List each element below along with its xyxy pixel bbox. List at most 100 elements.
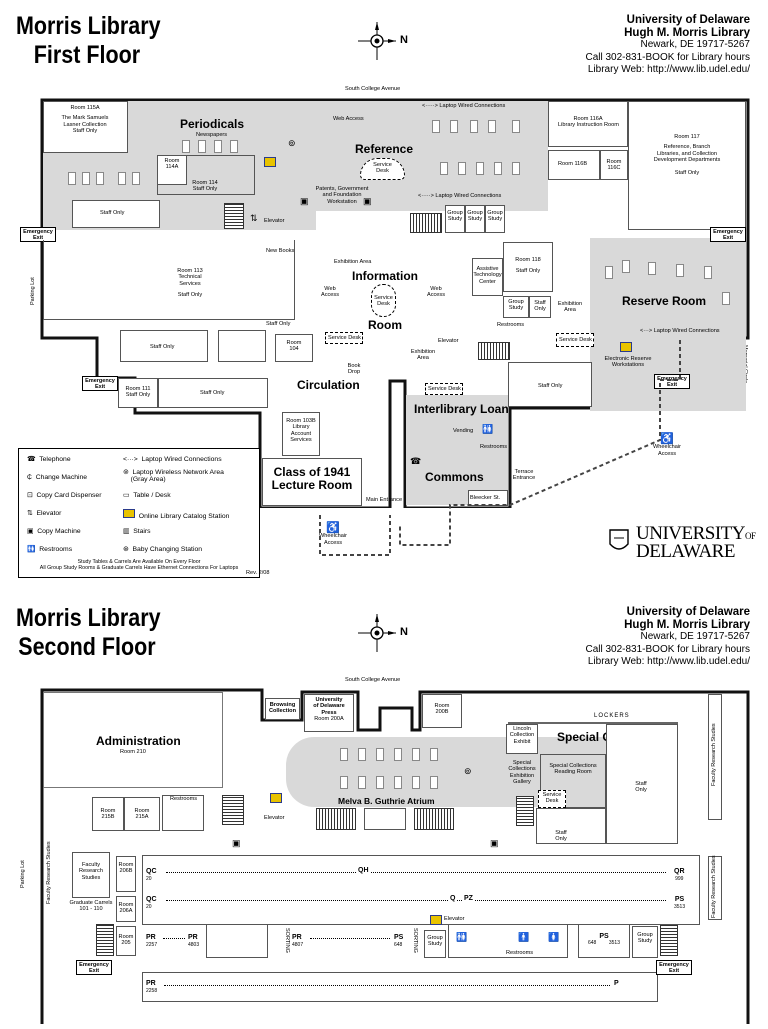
- administration-label: Administration: [96, 734, 181, 748]
- reserve-service-desk-label: Service Desk: [559, 337, 592, 343]
- stairs-mid: [478, 342, 510, 360]
- room-116a-label: Room 116A Library Instruction Room: [558, 116, 619, 129]
- legend-table-desk: ▭ Table / Desk: [123, 492, 171, 499]
- special-service-desk[interactable]: [538, 790, 566, 808]
- legend-baby-changing: ⊛ Baby Changing Station: [123, 546, 203, 553]
- table: [488, 120, 496, 133]
- bleecker-street-box: [468, 490, 508, 506]
- circulation-service-desk[interactable]: [325, 332, 363, 344]
- copy-machine-icon: ▣: [232, 838, 241, 848]
- table: [82, 172, 90, 185]
- exhibition-area-label: Exhibition Area: [334, 259, 372, 265]
- lockers-wall: [508, 722, 678, 724]
- university-of-delaware-logo: UNIVERSITYOF DELAWARE: [608, 522, 756, 567]
- copy-machine-icon: ▣: [300, 196, 309, 206]
- faculty-research-studies-label: Faculty Research Studies: [79, 862, 103, 881]
- faculty-research-right-2: [708, 856, 722, 920]
- room-118: [503, 242, 553, 292]
- staff-only-label-1: Staff Only: [100, 210, 125, 216]
- guthrie-atrium-label: Melva B. Guthrie Atrium: [338, 796, 435, 806]
- legend-telephone: ☎ Telephone: [27, 456, 71, 463]
- lower-box: [206, 924, 268, 958]
- table: [450, 120, 458, 133]
- group-study-2: [465, 205, 485, 233]
- table: [132, 172, 140, 185]
- room-113: [43, 240, 295, 320]
- ud-press-label: University of Delaware Press Room 200A: [313, 697, 345, 723]
- ill-service-desk[interactable]: [425, 383, 463, 395]
- lincoln-collection-label: Lincoln Collection Exhibit: [509, 726, 535, 745]
- circulation-service-desk-label: Service Desk: [328, 335, 361, 341]
- parking-lot-label-2: Parking Lot: [20, 860, 26, 888]
- staff-only-label-3: Staff Only: [266, 321, 291, 327]
- atrium-box: [364, 808, 406, 830]
- stairs-top-left: [224, 203, 244, 229]
- restroom-icon: 🚻: [482, 424, 494, 434]
- table: [394, 776, 402, 789]
- room-115a-label: Room 115A The Mark Samuels Lasner Collec…: [61, 105, 109, 135]
- group-study-floor2-right: [632, 926, 658, 958]
- bottom-stacks: [142, 972, 658, 1002]
- information-service-desk[interactable]: [371, 284, 396, 317]
- sorting-label-1: SORTING: [284, 928, 290, 953]
- online-catalog-station-icon: [430, 915, 442, 925]
- room-113-label: Room 113 Technical Services Staff Only: [177, 268, 203, 299]
- ud-press-room: [304, 694, 354, 732]
- reserve-service-desk[interactable]: [556, 333, 594, 347]
- compass-icon: [358, 614, 396, 652]
- legend-restrooms: 🚻 Restrooms: [27, 546, 73, 553]
- elevator-icon: ⇅: [250, 213, 258, 223]
- table: [676, 264, 684, 277]
- room-210-label: Room 210: [120, 749, 146, 755]
- information-label: Information: [352, 269, 418, 283]
- street-south-college-1: South College Avenue: [345, 86, 401, 92]
- table: [605, 266, 613, 279]
- stairs-floor2-sw: [96, 924, 114, 956]
- room-117: [628, 101, 746, 230]
- lockers-label: LOCKERS: [594, 713, 630, 719]
- faculty-research-studies: [72, 852, 110, 898]
- sorting-label-2: SORTING: [412, 928, 418, 953]
- group-study-1: [445, 205, 465, 233]
- room-114a-label: Room 114A: [164, 158, 180, 171]
- legend-laptop-wired: <···> Laptop Wired Connections: [123, 456, 222, 463]
- wireless-network-icon: ⊚: [288, 138, 296, 148]
- elevator-label-top: Elevator: [264, 218, 285, 224]
- table: [476, 162, 484, 175]
- table: [198, 140, 206, 153]
- room-103b-label: Room 103B Library Account Services: [286, 418, 316, 444]
- elevator-label-mid: Elevator: [438, 338, 459, 344]
- table: [230, 140, 238, 153]
- group-study-floor2-mid: [424, 930, 446, 958]
- elevator-floor2-lower-label: Elevator: [444, 916, 465, 922]
- table: [512, 162, 520, 175]
- faculty-research-right: [708, 694, 722, 820]
- telephone-icon: ☎: [410, 456, 422, 466]
- newspapers-label: Newspapers: [196, 132, 228, 138]
- table: [458, 162, 466, 175]
- table: [432, 120, 440, 133]
- restrooms-label-mid: Restrooms: [497, 322, 525, 328]
- legend-note: Study Tables & Carrels Are Available On …: [39, 559, 239, 572]
- browsing-collection: [265, 698, 300, 720]
- stairs-floor2-se: [660, 924, 678, 956]
- room-206b: [116, 856, 136, 892]
- ill-service-desk-label: Service Desk: [428, 386, 461, 392]
- table: [622, 260, 630, 273]
